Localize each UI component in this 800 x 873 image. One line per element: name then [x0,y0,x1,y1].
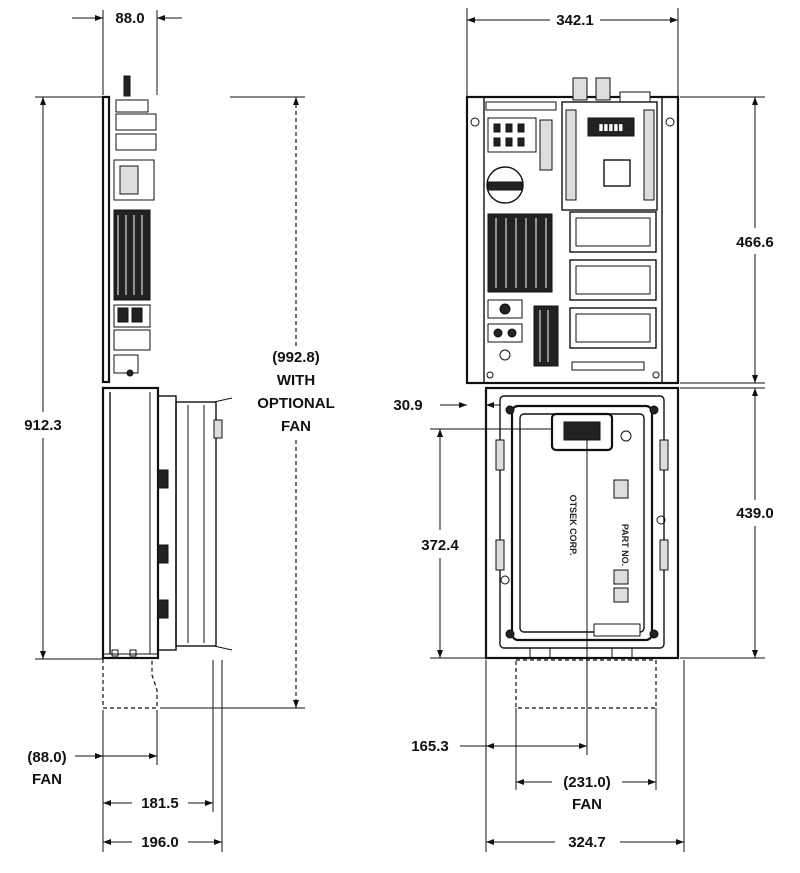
dim-label-front-width: 342.1 [556,12,594,29]
with-fan-line2: OPTIONAL [257,395,335,412]
dim-label-gap: 30.9 [393,397,422,414]
dim-fan-depth: (88.0) FAN [27,710,158,852]
dim-label-height-with-fan: (992.8) [272,349,320,366]
dim-gap: 30.9 [393,397,500,414]
dim-side-depth-top: 88.0 [72,10,182,95]
dim-inner-height: 372.4 [421,428,552,659]
dim-label-fan-depth: (88.0) [27,749,66,766]
dim-front-width-top: 342.1 [466,8,679,97]
fan-width-label: FAN [572,796,602,813]
dim-label-side-depth: 88.0 [115,10,144,27]
dim-height-with-fan: (992.8) WITH OPTIONAL FAN [160,96,335,709]
dim-label-fan-width: (231.0) [563,774,611,791]
dim-label-side-height: 912.3 [24,417,62,434]
dim-label-upper-height: 466.6 [736,234,774,251]
board-chip-label: ▮▮▮▮▮ [599,122,624,132]
dim-label-lower-height: 439.0 [736,505,774,522]
side-view: 88.0 912.3 [24,10,335,852]
part-no-label: PART NO. [620,524,630,566]
brand-label: OTSEK CORP. [568,495,578,556]
dim-label-inner-height: 372.4 [421,537,459,554]
with-fan-line1: WITH [277,372,315,389]
dim-label-depth-196: 196.0 [141,834,179,851]
dim-side-height: 912.3 [24,96,103,660]
with-fan-line3: FAN [281,418,311,435]
dim-label-front-width-bottom: 324.7 [568,834,606,851]
dim-offset-165: 165.3 [411,440,588,852]
dim-depth-181: 181.5 [103,660,214,812]
dim-fan-width: (231.0) FAN [515,708,657,813]
dim-depth-196: 196.0 [103,660,223,852]
dim-front-width-bottom: 324.7 [486,660,685,852]
front-view: 342.1 ▮▮▮▮▮ [393,8,774,852]
dim-label-offset-165: 165.3 [411,738,449,755]
dim-label-depth-181: 181.5 [141,795,179,812]
dim-lower-height: 439.0 [680,387,774,659]
dim-upper-height: 466.6 [680,96,774,384]
fan-depth-label: FAN [32,771,62,788]
